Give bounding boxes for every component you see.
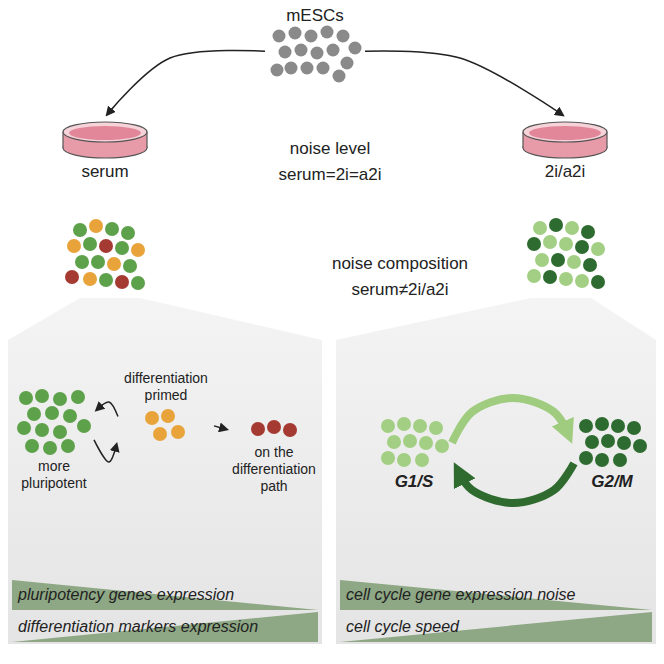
- cell-dots: [265, 26, 365, 88]
- dish-icon: [50, 116, 160, 162]
- trend-label: cell cycle gene expression noise: [340, 580, 652, 610]
- culture-dish: 2i/a2i: [510, 116, 620, 182]
- serum-cell-cluster: [65, 219, 145, 290]
- node-label: mESCs: [265, 6, 365, 26]
- panel-shape: [8, 298, 322, 644]
- condition-panel: G1/S G2/M cell cycle gene expression noise…: [336, 298, 656, 644]
- trend-label: differentiation markers expression: [12, 612, 318, 642]
- cell-dots: [574, 416, 650, 472]
- cell-dots: [574, 416, 650, 472]
- cell-cluster: mESCs: [265, 6, 365, 88]
- trend-wedge: pluripotency genes expression: [12, 580, 318, 610]
- cell-phase: G1/S: [376, 416, 452, 492]
- cell-dots: [376, 416, 452, 472]
- wedge-shape: [12, 580, 318, 610]
- annotation-text: noise level: [290, 139, 370, 159]
- transition-arrow: [109, 50, 265, 112]
- culture-dish: serum: [50, 116, 160, 182]
- petri-dish: [510, 116, 620, 162]
- annotation-text: serum≠2i/a2i: [351, 280, 448, 300]
- trend-wedge: cell cycle speed: [340, 612, 652, 642]
- wedge-shape: [340, 612, 652, 642]
- dish-icon: [510, 116, 620, 162]
- trend-wedge: cell cycle gene expression noise: [340, 580, 652, 610]
- cell-dots: [229, 414, 319, 444]
- trend-wedge: differentiation markers expression: [12, 612, 318, 642]
- panel-shape: [336, 298, 656, 644]
- cell-phase: G2/M: [574, 416, 650, 492]
- cell-dots: [229, 414, 319, 444]
- node-label: on the differentiation path: [229, 444, 319, 494]
- trend-label: cell cycle speed: [340, 612, 652, 642]
- cell-dots: [118, 404, 214, 448]
- wedge-shape: [340, 580, 652, 610]
- petri-dish: [50, 116, 160, 162]
- trend-label: pluripotency genes expression: [12, 580, 318, 610]
- 2i-cell-cluster: [527, 218, 605, 289]
- node-label: serum: [50, 162, 160, 182]
- condition-panel: more pluripotent differentiation primed on…: [8, 298, 322, 644]
- annotation-text: serum=2i=a2i: [278, 165, 381, 185]
- cell-dots: [14, 388, 94, 458]
- node-label: G1/S: [376, 472, 452, 492]
- transition-arrow: [365, 51, 561, 114]
- wedge-shape: [12, 612, 318, 642]
- cell-dots: [265, 26, 365, 88]
- node-label: 2i/a2i: [510, 162, 620, 182]
- cell-dots: [118, 404, 214, 448]
- annotation-text: noise composition: [332, 254, 468, 274]
- cell-state: on the differentiation path: [229, 414, 319, 494]
- cell-state: differentiation primed: [118, 370, 214, 448]
- node-label: differentiation primed: [118, 370, 214, 404]
- node-label: G2/M: [574, 472, 650, 492]
- cell-dots: [14, 388, 94, 458]
- cell-state: more pluripotent: [14, 388, 94, 492]
- cell-dots: [376, 416, 452, 472]
- node-label: more pluripotent: [14, 458, 94, 492]
